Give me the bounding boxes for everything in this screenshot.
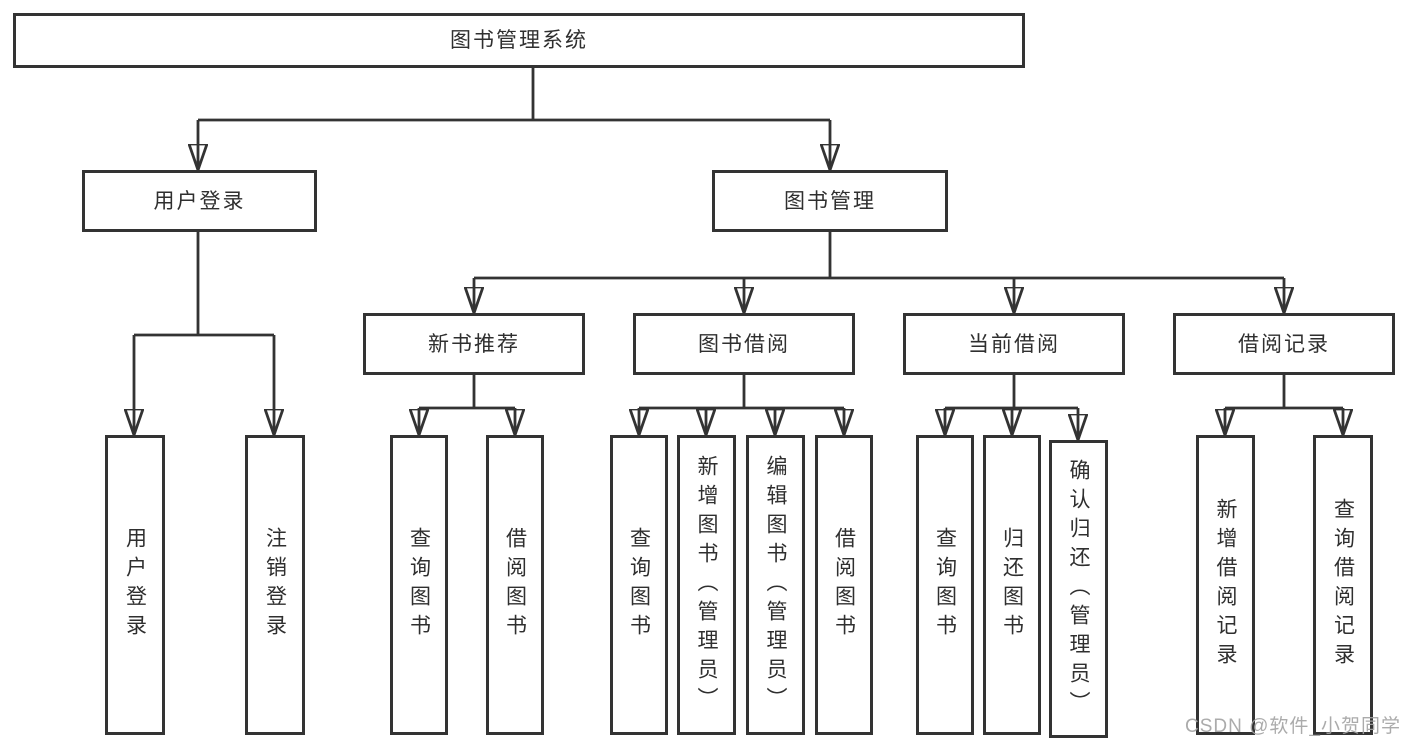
node-leaf-borrow-borrow-books: 借阅图书 bbox=[815, 435, 873, 735]
node-leaf-record-query-record: 查询借阅记录 bbox=[1313, 435, 1373, 735]
node-book-borrowing: 图书借阅 bbox=[633, 313, 855, 375]
node-leaf-record-add-record: 新增借阅记录 bbox=[1196, 435, 1255, 735]
node-leaf-borrow-add-books-admin: 新增图书（管理员） bbox=[677, 435, 736, 735]
node-leaf-current-query-books: 查询图书 bbox=[916, 435, 974, 735]
node-borrow-records: 借阅记录 bbox=[1173, 313, 1395, 375]
node-leaf-newrec-query-books: 查询图书 bbox=[390, 435, 448, 735]
node-leaf-borrow-edit-books-admin: 编辑图书（管理员） bbox=[746, 435, 805, 735]
tree-branch-lines bbox=[134, 68, 1343, 410]
node-book-management: 图书管理 bbox=[712, 170, 948, 232]
node-leaf-user-login: 用户登录 bbox=[105, 435, 165, 735]
node-user-login: 用户登录 bbox=[82, 170, 317, 232]
csdn-watermark: CSDN @软件_小贺同学 bbox=[1185, 716, 1401, 737]
node-root-system: 图书管理系统 bbox=[13, 13, 1025, 68]
node-leaf-current-return-books: 归还图书 bbox=[983, 435, 1041, 735]
node-leaf-newrec-borrow-books: 借阅图书 bbox=[486, 435, 544, 735]
node-current-borrowing: 当前借阅 bbox=[903, 313, 1125, 375]
node-new-book-recommend: 新书推荐 bbox=[363, 313, 585, 375]
node-leaf-logout: 注销登录 bbox=[245, 435, 305, 735]
node-leaf-current-confirm-return-admin: 确认归还（管理员） bbox=[1049, 440, 1108, 738]
node-leaf-borrow-query-books: 查询图书 bbox=[610, 435, 668, 735]
